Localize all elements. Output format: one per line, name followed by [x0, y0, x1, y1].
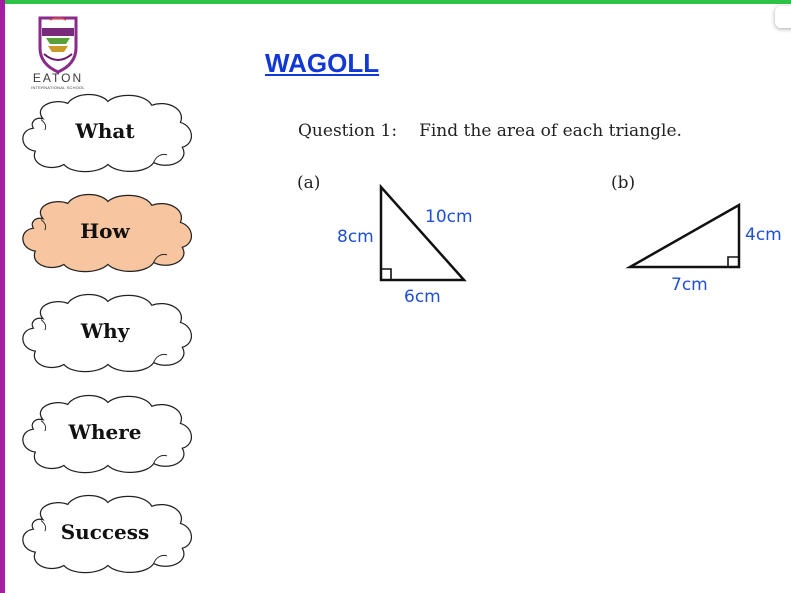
right-angle-marker — [381, 268, 392, 280]
cloud-shape — [22, 494, 193, 574]
right-angle-marker — [727, 256, 739, 267]
triangle-a-base: 6cm — [404, 287, 441, 307]
school-crest-logo — [38, 16, 78, 74]
cloud-shape — [22, 394, 193, 474]
triangle-a — [379, 183, 467, 282]
page-title[interactable]: WAGOLL — [265, 48, 380, 78]
cloud-shape — [22, 93, 193, 173]
school-subtitle: INTERNATIONAL SCHOOL — [31, 85, 85, 90]
triangle-b-base: 7cm — [671, 275, 708, 295]
cloud-shape — [22, 193, 193, 273]
cloud-shape — [22, 293, 193, 373]
nav-label-where: Where — [68, 420, 142, 444]
nav-cloud-where[interactable]: Where — [10, 391, 200, 475]
nav-label-success: Success — [60, 520, 150, 544]
triangle-b — [625, 202, 741, 269]
triangle-a-hypotenuse: 10cm — [425, 207, 473, 227]
question-number: Question 1: — [298, 121, 398, 141]
triangle-a-height: 8cm — [337, 227, 374, 247]
question-text: Find the area of each triangle. — [419, 121, 682, 141]
part-a-label: (a) — [297, 173, 321, 193]
top-accent-bar — [0, 0, 791, 4]
nav-cloud-what[interactable]: What — [10, 90, 200, 174]
school-name: EATON — [32, 71, 84, 85]
left-accent-bar — [0, 0, 5, 593]
nav-cloud-success[interactable]: Success — [10, 491, 200, 575]
question-line: Question 1: Find the area of each triangl… — [298, 121, 682, 141]
nav-label-what: What — [75, 119, 135, 143]
nav-label-how: How — [80, 219, 130, 243]
corner-widget[interactable] — [775, 6, 791, 28]
nav-cloud-why[interactable]: Why — [10, 290, 200, 374]
nav-label-why: Why — [80, 319, 130, 343]
triangle-b-height: 4cm — [745, 225, 782, 245]
nav-cloud-how[interactable]: How — [10, 190, 200, 274]
part-b-label: (b) — [611, 173, 636, 193]
